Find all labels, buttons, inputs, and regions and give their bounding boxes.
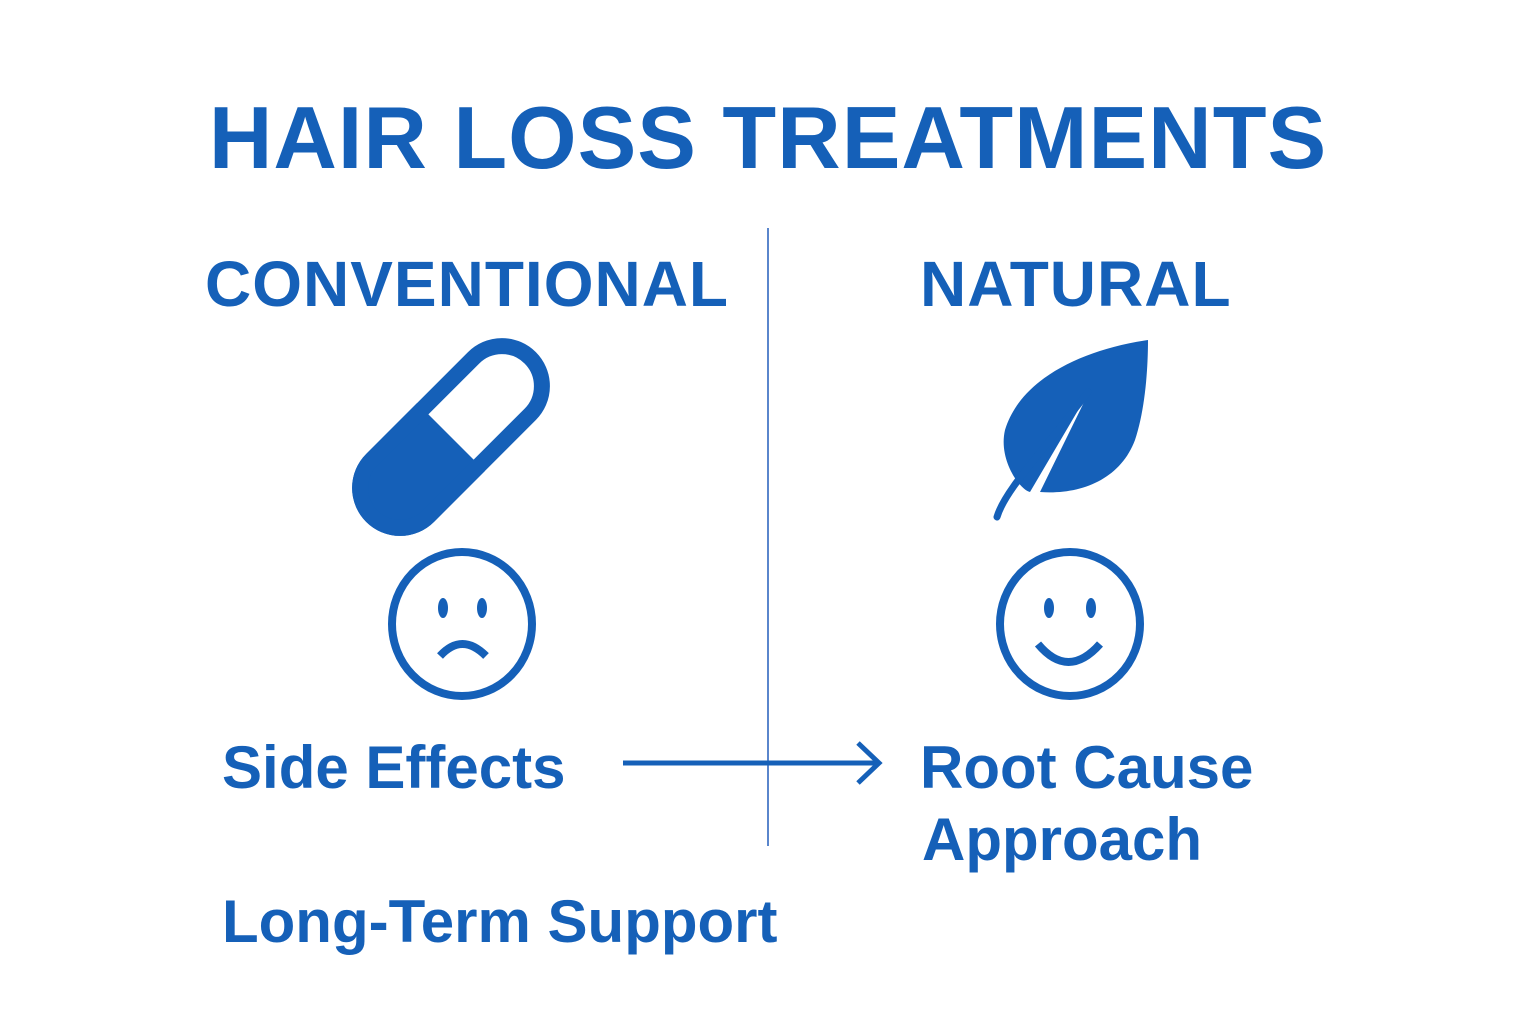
leaf-icon — [993, 340, 1148, 521]
heading-natural: NATURAL — [920, 248, 1232, 320]
heading-conventional: CONVENTIONAL — [205, 248, 729, 320]
label-long-term-support: Long-Term Support — [222, 888, 778, 955]
label-side-effects: Side Effects — [222, 734, 566, 801]
arrow-icon — [623, 741, 883, 785]
label-approach: Approach — [922, 806, 1203, 873]
happy-face-icon — [996, 548, 1144, 700]
label-root-cause: Root Cause — [920, 734, 1254, 801]
page-title: HAIR LOSS TREATMENTS — [208, 88, 1328, 187]
sad-face-icon — [388, 548, 536, 700]
pill-icon — [332, 338, 550, 556]
